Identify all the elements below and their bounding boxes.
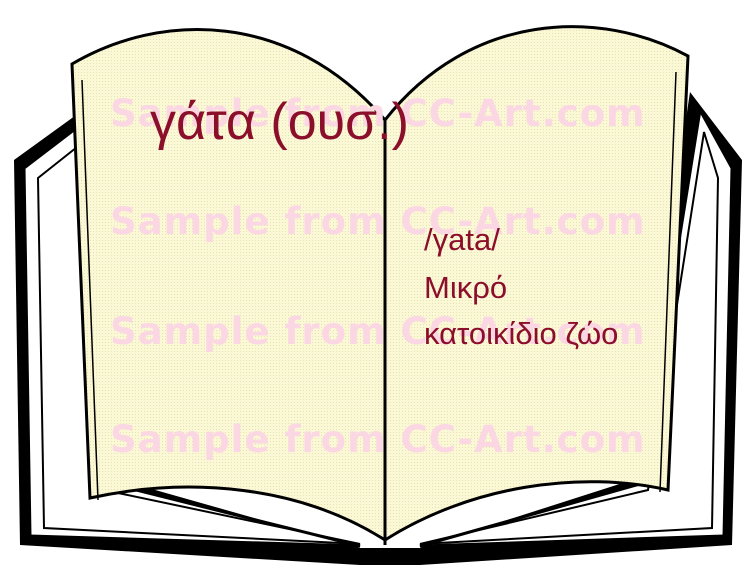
watermark-text: Sample from CC-Art.com [110, 310, 646, 353]
right-page [383, 25, 690, 543]
watermark-text: Sample from CC-Art.com [110, 200, 646, 243]
definition-line: Μικρό [424, 270, 508, 305]
watermark-text: Sample from CC-Art.com [110, 418, 646, 461]
watermark-text: Sample from CC-Art.com [110, 92, 646, 135]
headword: γάτα (ουσ.) [150, 93, 409, 151]
definition-line: κατοικίδιο ζώο [424, 316, 619, 351]
pronunciation: /γata/ [424, 222, 500, 257]
